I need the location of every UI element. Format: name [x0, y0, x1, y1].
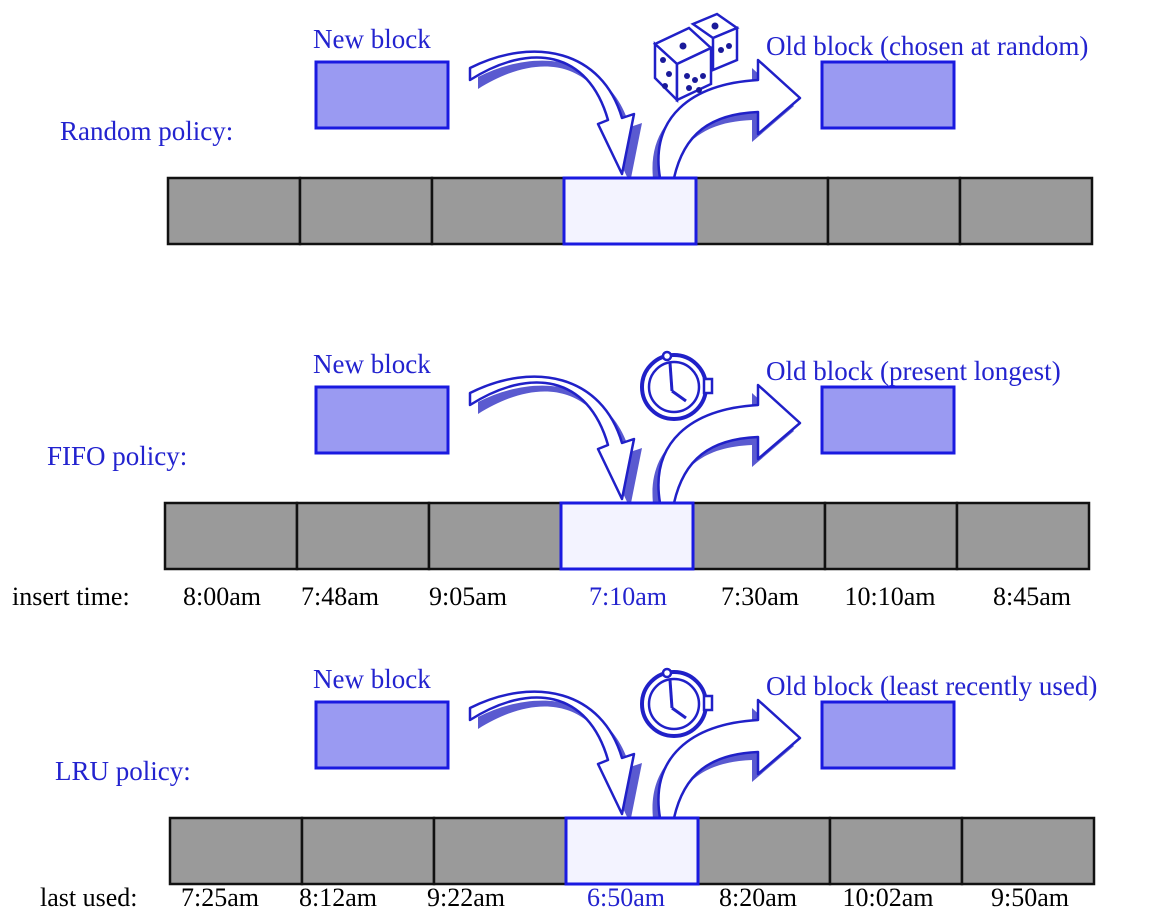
cache-slot	[823, 501, 959, 571]
new-block-label: New block	[313, 349, 431, 379]
stopwatch-icon	[640, 667, 714, 738]
cache-slot	[295, 501, 431, 571]
cache-slot	[430, 176, 566, 246]
new-block	[314, 385, 450, 455]
cache-slot	[955, 501, 1091, 571]
time-value: 7:48am	[301, 582, 379, 611]
time-value: 8:00am	[183, 582, 261, 611]
time-value: 10:02am	[843, 883, 934, 912]
insert-arrow-icon	[468, 690, 644, 825]
cache-slot	[828, 816, 964, 886]
policy-panel: FIFO policy: New block Old block (present …	[12, 349, 1091, 611]
cache-slot-highlight-border	[564, 816, 700, 886]
cache-slot	[166, 176, 302, 246]
cache-slot	[826, 176, 962, 246]
new-block	[314, 700, 450, 770]
cache-slot	[427, 501, 563, 571]
stopwatch-icon	[640, 350, 714, 421]
old-block-label: Old block (least recently used)	[766, 671, 1097, 701]
time-row-label: last used:	[40, 883, 138, 912]
old-block-label: Old block (present longest)	[766, 356, 1061, 386]
cache-slot	[696, 816, 832, 886]
time-value: 8:12am	[299, 883, 377, 912]
insert-arrow-icon	[468, 375, 644, 510]
cache-slot	[691, 501, 827, 571]
time-value: 9:50am	[991, 883, 1069, 912]
time-value: 8:20am	[719, 883, 797, 912]
cache-slot-highlight-border	[559, 501, 695, 571]
time-row-label: insert time:	[12, 582, 130, 611]
policy-label: FIFO policy:	[47, 441, 187, 471]
new-block-label: New block	[313, 664, 431, 694]
cache-slot	[298, 176, 434, 246]
cache-slot	[432, 816, 568, 886]
cache-slot	[960, 816, 1096, 886]
policy-panel: LRU policy: New block Old block (least rec…	[40, 664, 1097, 912]
time-value: 8:45am	[993, 582, 1071, 611]
old-block	[820, 60, 956, 130]
cache-slot-highlight-border	[562, 176, 698, 246]
cache-slot	[300, 816, 436, 886]
old-block	[820, 385, 956, 455]
time-value: 9:05am	[429, 582, 507, 611]
policy-panel: Random policy: New block Old block (chosen…	[60, 12, 1094, 246]
time-value: 6:50am	[587, 883, 665, 912]
time-value: 7:25am	[181, 883, 259, 912]
cache-slot	[163, 501, 299, 571]
new-block	[314, 60, 450, 130]
cache-slot	[958, 176, 1094, 246]
insert-arrow-icon	[468, 50, 644, 185]
time-value: 9:22am	[427, 883, 505, 912]
time-value: 7:30am	[721, 582, 799, 611]
cache-slot	[694, 176, 830, 246]
policy-label: Random policy:	[60, 116, 233, 146]
time-value: 7:10am	[589, 582, 667, 611]
old-block-label: Old block (chosen at random)	[766, 31, 1088, 61]
policy-label: LRU policy:	[55, 756, 191, 786]
time-value: 10:10am	[845, 582, 936, 611]
cache-slot	[168, 816, 304, 886]
new-block-label: New block	[313, 24, 431, 54]
old-block	[820, 700, 956, 770]
